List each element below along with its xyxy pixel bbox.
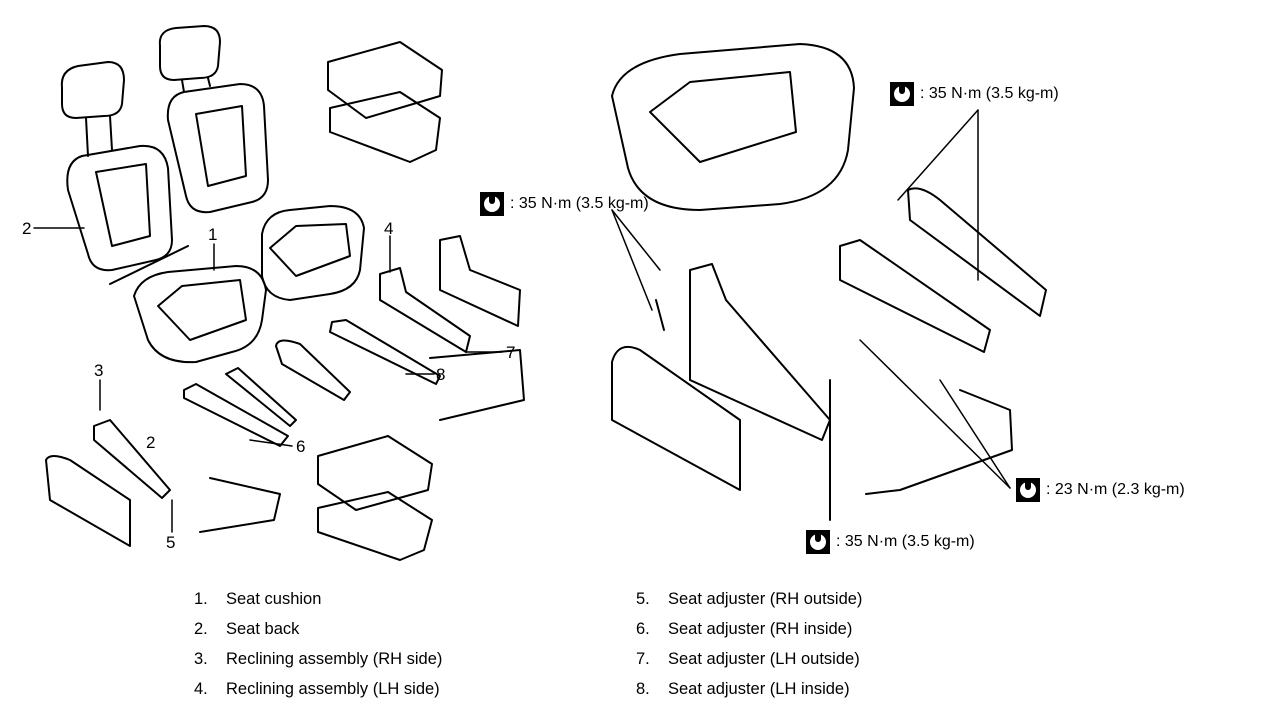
legend-item: 3.Reclining assembly (RH side)	[194, 650, 443, 668]
rail-pan-upper	[327, 41, 443, 163]
torque-wrench-icon	[480, 192, 504, 216]
torque-wrench-icon	[890, 82, 914, 106]
seat-back-right	[158, 25, 269, 214]
legend-item: 6.Seat adjuster (RH inside)	[636, 620, 853, 638]
torque-spec-top-right: : 35 N·m (3.5 kg-m)	[890, 82, 1059, 106]
legend-item: 5.Seat adjuster (RH outside)	[636, 590, 863, 608]
torque-value: 23 N·m (2.3 kg-m)	[1054, 481, 1185, 498]
torque-wrench-icon	[806, 530, 830, 554]
callout-2-detail: 2	[146, 433, 156, 452]
torque-wrench-icon	[1016, 478, 1040, 502]
legend-item: 7.Seat adjuster (LH outside)	[636, 650, 860, 668]
torque-spec-bottom: : 35 N·m (3.5 kg-m)	[806, 530, 975, 554]
torque-spec-bottom-right: : 23 N·m (2.3 kg-m)	[1016, 478, 1185, 502]
callout-1: 1	[208, 225, 218, 244]
legend-item: 2.Seat back	[194, 620, 300, 638]
legend-left: 1.Seat cushion 2.Seat back 3.Reclining a…	[194, 590, 442, 710]
legend-right: 5.Seat adjuster (RH outside) 6.Seat adju…	[636, 590, 862, 710]
callout-6: 6	[296, 437, 306, 456]
callout-8: 8	[436, 365, 446, 384]
seat-cushion-right	[611, 43, 855, 211]
legend-item: 4.Reclining assembly (LH side)	[194, 680, 440, 698]
torque-value: 35 N·m (3.5 kg-m)	[928, 85, 1059, 102]
seat-adjusters-right	[611, 187, 1047, 521]
legend-item: 8.Seat adjuster (LH inside)	[636, 680, 850, 698]
rail-pan-lower	[317, 435, 433, 561]
legend-item: 1.Seat cushion	[194, 590, 322, 608]
torque-value: 35 N·m (3.5 kg-m)	[844, 533, 975, 550]
callout-4: 4	[384, 219, 394, 238]
callout-7: 7	[506, 343, 516, 362]
seat-adjusters-left	[45, 235, 525, 547]
torque-value: 35 N·m (3.5 kg-m)	[518, 195, 649, 212]
callout-2: 2	[22, 219, 32, 238]
seat-back-left	[60, 61, 173, 272]
torque-spec-middle: : 35 N·m (3.5 kg-m)	[480, 192, 649, 216]
callout-3: 3	[94, 361, 104, 380]
torque-leaders	[33, 109, 1011, 533]
seat-cushion-left	[109, 205, 365, 364]
callout-5: 5	[166, 533, 176, 552]
